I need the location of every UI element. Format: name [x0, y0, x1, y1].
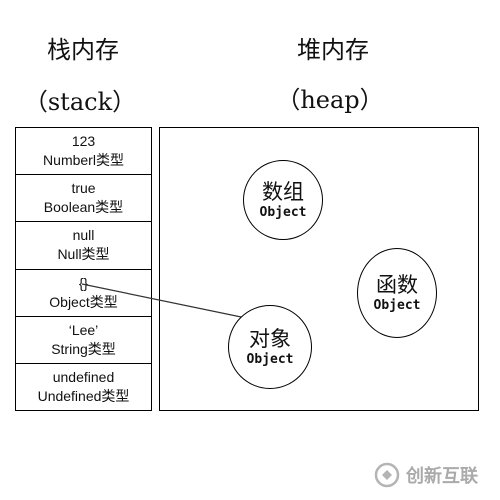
- stack-cell-type: String类型: [51, 340, 116, 357]
- stack-cell-value: 123: [71, 133, 96, 150]
- stack-cell-object: {} Object类型: [16, 270, 151, 317]
- heap-node-function: 函数 Object: [357, 248, 437, 338]
- brand-logo-icon: [374, 462, 400, 488]
- stack-memory-box: 123 Numberl类型 true Boolean类型 null Null类型…: [15, 127, 152, 411]
- stack-cell-type: Numberl类型: [43, 152, 124, 169]
- stack-cell-value: null: [72, 227, 95, 244]
- stack-cell-string: ‘Lee’ String类型: [16, 317, 151, 364]
- heap-node-label: 函数: [376, 272, 418, 297]
- heap-node-kind: Object: [246, 351, 294, 367]
- stack-cell-type: Undefined类型: [37, 387, 130, 404]
- heap-subtitle: （heap）: [276, 86, 384, 114]
- heap-node-kind: Object: [259, 204, 307, 220]
- stack-subtitle: （stack）: [23, 88, 137, 116]
- stack-cell-null: null Null类型: [16, 222, 151, 270]
- heap-node-kind: Object: [373, 297, 421, 313]
- heap-node-label: 数组: [262, 179, 304, 204]
- stack-cell-value: undefined: [52, 368, 115, 385]
- heap-node-object: 对象 Object: [228, 305, 312, 389]
- stack-cell-type: Null类型: [57, 246, 110, 263]
- watermark: 创新互联: [374, 462, 478, 488]
- stack-cell-type: Boolean类型: [43, 199, 124, 216]
- watermark-text: 创新互联: [406, 466, 478, 486]
- stack-cell-value: {}: [78, 274, 89, 291]
- stack-cell-boolean: true Boolean类型: [16, 175, 151, 223]
- stack-cell-type: Object类型: [49, 293, 118, 310]
- object-reference-line: [81, 283, 247, 319]
- heap-memory-box: [159, 127, 479, 411]
- heap-title: 堆内存: [297, 36, 369, 64]
- stack-cell-undefined: undefined Undefined类型: [16, 364, 151, 410]
- stack-cell-number: 123 Numberl类型: [16, 128, 151, 176]
- stack-cell-value: ‘Lee’: [68, 321, 99, 338]
- stack-cell-value: true: [71, 180, 96, 197]
- heap-node-array: 数组 Object: [243, 160, 323, 240]
- heap-node-label: 对象: [249, 326, 291, 351]
- stack-title: 栈内存: [47, 36, 119, 64]
